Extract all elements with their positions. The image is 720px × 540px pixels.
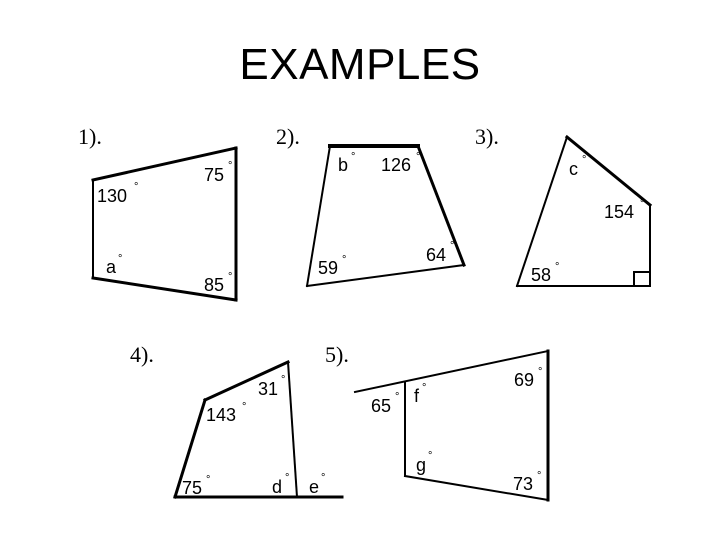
figure-2: 2). b ° 126 ° 59 ° 64 ° <box>276 124 466 288</box>
angle-label: 85 <box>204 275 224 295</box>
degree-mark: ° <box>228 271 232 283</box>
degree-mark: ° <box>538 366 542 378</box>
angle-label: 154 <box>604 202 634 222</box>
figure-4-number: 4). <box>130 342 154 367</box>
angle-label: e <box>309 477 319 497</box>
angle-label: 64 <box>426 245 446 265</box>
figure-4-quadrilateral <box>173 360 344 499</box>
degree-mark: ° <box>351 151 355 163</box>
angle-label: 58 <box>531 265 551 285</box>
angle-label: 59 <box>318 258 338 278</box>
figure-3-number: 3). <box>475 124 499 149</box>
degree-mark: ° <box>281 374 285 386</box>
figure-2-left-edge <box>305 144 332 288</box>
figure-5-number: 5). <box>325 342 349 367</box>
angle-label: 65 <box>371 396 391 416</box>
figure-1-bottom-edge <box>91 276 238 302</box>
figure-4: 4). 143 ° 31 ° 75 ° d ° e ° <box>130 342 344 499</box>
figure-4-left-edge <box>173 398 207 499</box>
degree-mark: ° <box>450 240 454 252</box>
degree-mark: ° <box>416 151 420 163</box>
angle-label: 31 <box>258 379 278 399</box>
figure-5: 5). 65 ° f ° 69 ° g ° 73 ° <box>325 342 550 502</box>
figure-2-number: 2). <box>276 124 300 149</box>
figure-4-right-edge <box>286 360 299 499</box>
degree-mark: ° <box>321 472 325 484</box>
angle-label: 73 <box>513 474 533 494</box>
degree-mark: ° <box>537 470 541 482</box>
angle-label: d <box>272 477 282 497</box>
figure-5-extended-top <box>353 349 550 394</box>
degree-mark: ° <box>555 261 559 273</box>
degree-mark: ° <box>640 198 644 210</box>
degree-mark: ° <box>206 474 210 486</box>
degree-mark: ° <box>285 472 289 484</box>
angle-label: 75 <box>204 165 224 185</box>
figure-2-bottom-edge <box>305 263 466 288</box>
angle-label: b <box>338 155 348 175</box>
figure-3-left-edge <box>515 135 569 288</box>
degree-mark: ° <box>422 382 426 394</box>
angle-label: a <box>106 257 117 277</box>
angle-label: g <box>416 455 426 475</box>
figure-3: 3). c ° 154 ° 58 ° <box>475 124 653 288</box>
degree-mark: ° <box>228 160 232 172</box>
figure-5-bottom-edge <box>403 474 550 502</box>
page-title: EXAMPLES <box>239 40 481 89</box>
angle-label: c <box>569 159 578 179</box>
figure-3-top-edge <box>564 134 653 208</box>
degree-mark: ° <box>134 181 138 193</box>
figure-1: 1). 130 ° 75 ° a ° 85 ° <box>78 124 238 302</box>
figure-1-quadrilateral <box>91 146 238 302</box>
degree-mark: ° <box>428 450 432 462</box>
figure-3-quadrilateral <box>515 134 653 288</box>
angle-label: 143 <box>206 405 236 425</box>
angle-label: f <box>414 386 420 406</box>
figure-2-quadrilateral <box>305 144 466 288</box>
figure-5-quadrilateral <box>353 349 550 502</box>
degree-mark: ° <box>395 391 399 403</box>
angle-label: 75 <box>182 478 202 498</box>
angle-label: 126 <box>381 155 411 175</box>
right-angle-marker <box>633 271 651 287</box>
degree-mark: ° <box>582 154 586 166</box>
figure-4-top-edge <box>203 360 290 402</box>
angle-label: 130 <box>97 186 127 206</box>
figure-1-number: 1). <box>78 124 102 149</box>
degree-mark: ° <box>342 254 346 266</box>
figure-2-right-edge <box>416 144 466 267</box>
degree-mark: ° <box>242 401 246 413</box>
figure-1-top-edge <box>91 146 238 182</box>
degree-mark: ° <box>118 253 122 265</box>
angle-label: 69 <box>514 370 534 390</box>
